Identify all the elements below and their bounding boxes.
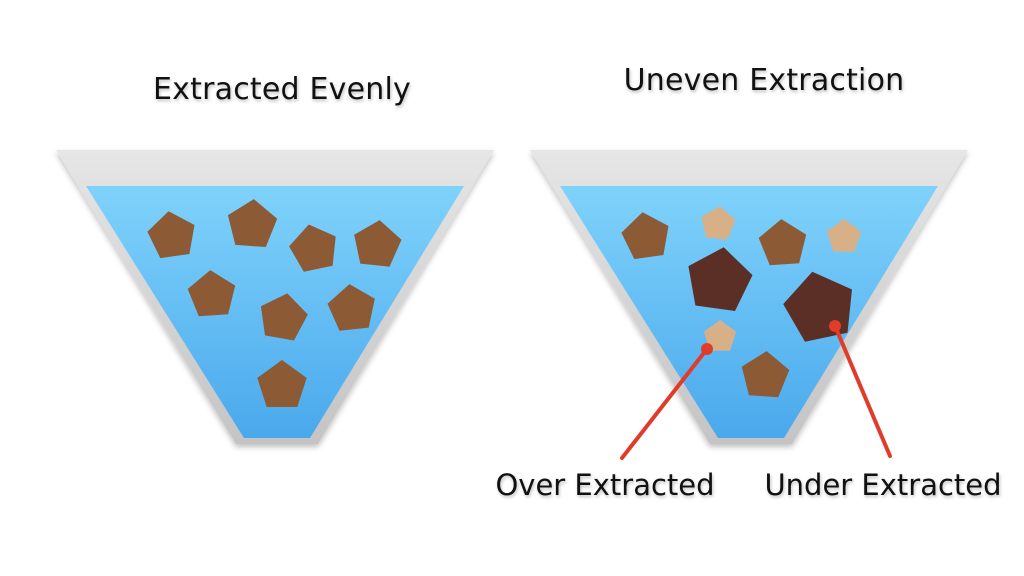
under-extracted-label: Under Extracted xyxy=(764,468,1002,502)
coffee-ground-medium-particle xyxy=(227,199,278,247)
coffee-ground-light-particle xyxy=(703,320,737,351)
coffee-ground-medium-particle xyxy=(758,219,807,266)
left-particles xyxy=(147,199,402,407)
under-extracted-pointer xyxy=(829,320,892,458)
over-extracted-label: Over Extracted xyxy=(495,468,715,502)
coffee-ground-light-particle xyxy=(826,219,862,252)
coffee-ground-medium-particle xyxy=(187,270,236,317)
over-extracted-pointer xyxy=(620,343,713,460)
coffee-ground-medium-particle xyxy=(257,360,307,407)
left-title: Extracted Evenly xyxy=(153,72,411,107)
coffee-ground-medium-particle xyxy=(621,212,669,260)
coffee-ground-medium-particle xyxy=(327,284,375,331)
right-title: Uneven Extraction xyxy=(623,63,905,98)
coffee-ground-medium-particle xyxy=(260,293,308,341)
coffee-ground-dark-particle xyxy=(688,247,753,311)
coffee-ground-medium-particle xyxy=(289,224,336,272)
coffee-ground-medium-particle xyxy=(147,211,195,259)
right-particles xyxy=(621,206,862,398)
right-funnel xyxy=(530,150,968,444)
right-funnel-water xyxy=(560,186,938,438)
coffee-ground-light-particle xyxy=(701,206,736,240)
coffee-ground-medium-particle xyxy=(741,351,790,398)
coffee-ground-medium-particle xyxy=(354,220,402,267)
